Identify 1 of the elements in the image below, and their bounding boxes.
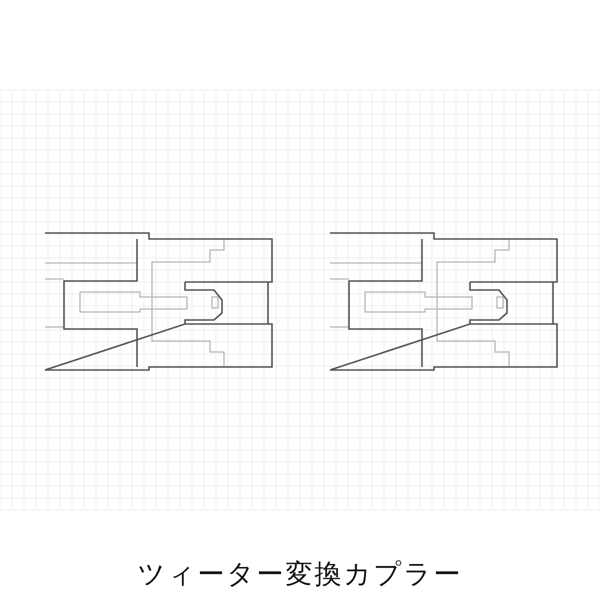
caption: ツィーター変換カプラー [138, 558, 462, 592]
